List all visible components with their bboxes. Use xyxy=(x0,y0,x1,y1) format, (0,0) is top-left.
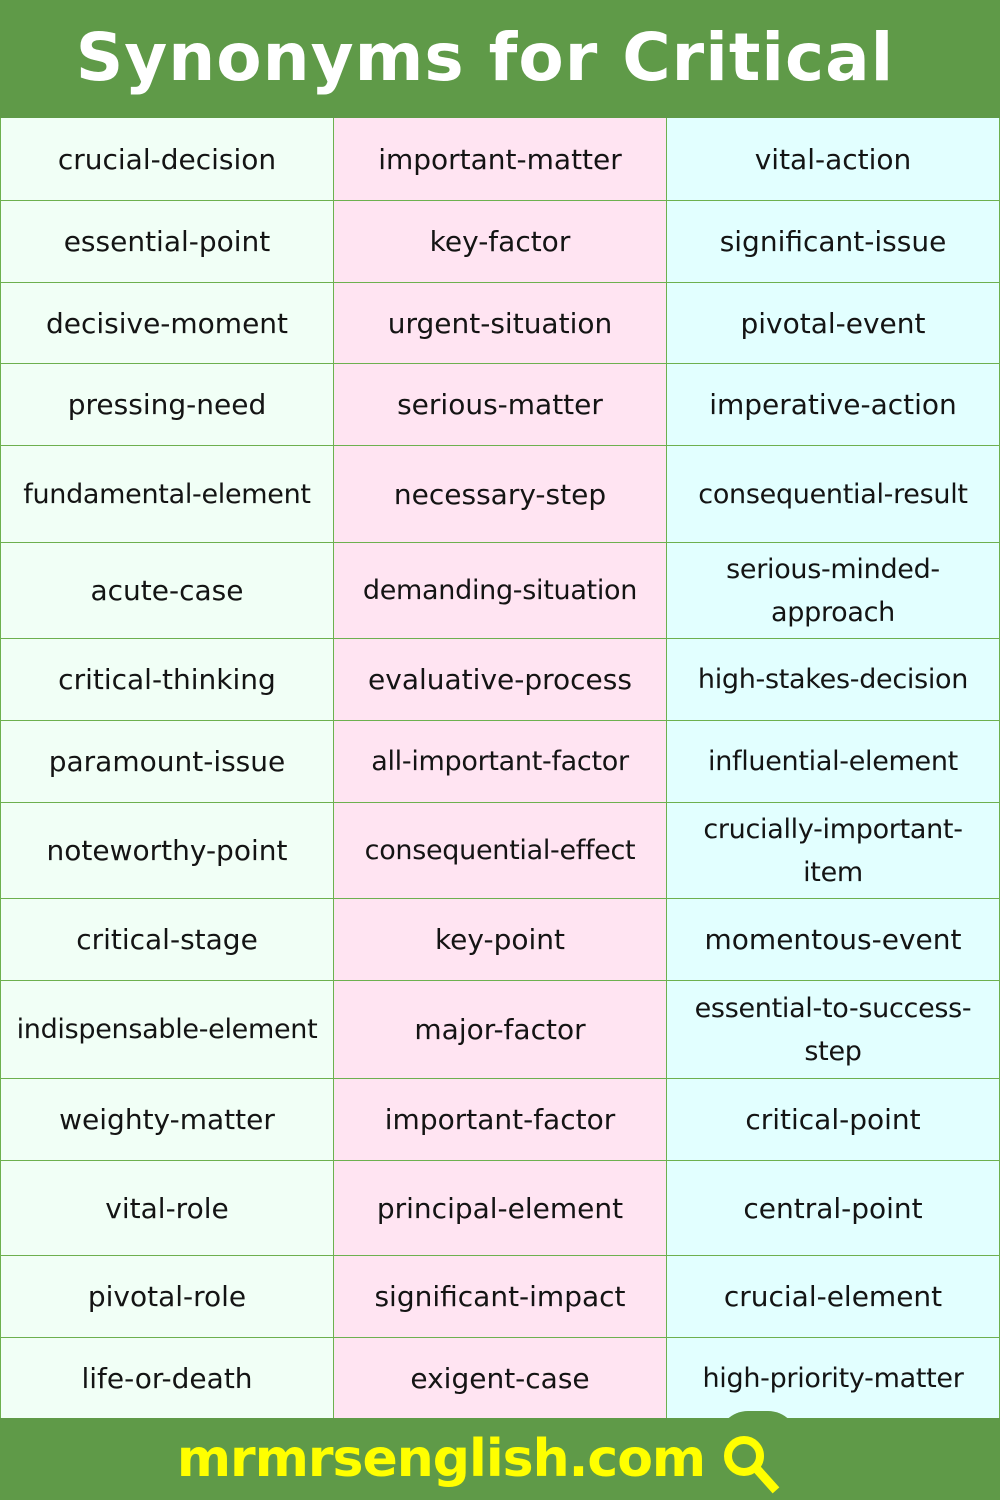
synonym-cell: necessary-step xyxy=(334,446,667,542)
synonym-cell: vital-role xyxy=(0,1161,334,1255)
synonym-cell: urgent-situation xyxy=(334,283,667,363)
synonym-cell: crucial-element xyxy=(667,1256,1000,1337)
synonym-cell: momentous-event xyxy=(667,899,1000,980)
synonym-cell: significant-issue xyxy=(667,201,1000,282)
synonym-cell: principal-element xyxy=(334,1161,667,1255)
synonym-cell: key-factor xyxy=(334,201,667,282)
synonym-cell: high-stakes-decision xyxy=(667,639,1000,720)
synonym-cell: indispensable-element xyxy=(0,981,334,1078)
synonym-cell: crucial-decision xyxy=(0,118,334,200)
synonym-cell: central-point xyxy=(667,1161,1000,1255)
synonym-cell: weighty-matter xyxy=(0,1079,334,1160)
page-title: Synonyms for Critical xyxy=(75,18,895,96)
synonym-cell: essential-to-success-step xyxy=(667,981,1000,1078)
synonym-cell: essential-point xyxy=(0,201,334,282)
header-banner: Synonyms for Critical xyxy=(0,0,1000,118)
synonym-cell: pivotal-role xyxy=(0,1256,334,1337)
synonym-cell: crucially-important-item xyxy=(667,803,1000,898)
synonym-cell: critical-thinking xyxy=(0,639,334,720)
synonym-cell: critical-stage xyxy=(0,899,334,980)
synonym-cell: influential-element xyxy=(667,721,1000,802)
search-icon xyxy=(719,1431,783,1495)
synonym-cell: vital-action xyxy=(667,118,1000,200)
synonym-cell: serious-minded-approach xyxy=(667,543,1000,638)
synonym-cell: fundamental-element xyxy=(0,446,334,542)
synonym-cell: imperative-action xyxy=(667,364,1000,445)
synonym-cell: consequential-effect xyxy=(334,803,667,898)
synonym-cell: noteworthy-point xyxy=(0,803,334,898)
synonym-cell: all-important-factor xyxy=(334,721,667,802)
synonym-cell: evaluative-process xyxy=(334,639,667,720)
synonym-cell: exigent-case xyxy=(334,1338,667,1418)
synonym-cell: major-factor xyxy=(334,981,667,1078)
synonym-cell: demanding-situation xyxy=(334,543,667,638)
synonym-cell: acute-case xyxy=(0,543,334,638)
synonym-cell: paramount-issue xyxy=(0,721,334,802)
footer-banner: mrmrsenglish.com xyxy=(0,1418,1000,1500)
synonym-cell: life-or-death xyxy=(0,1338,334,1418)
synonym-cell: consequential-result xyxy=(667,446,1000,542)
synonym-cell: pivotal-event xyxy=(667,283,1000,363)
synonym-cell: important-matter xyxy=(334,118,667,200)
website-link[interactable]: mrmrsenglish.com xyxy=(176,1429,706,1489)
synonym-cell: significant-impact xyxy=(334,1256,667,1337)
synonym-cell: important-factor xyxy=(334,1079,667,1160)
synonym-cell: decisive-moment xyxy=(0,283,334,363)
synonym-cell: serious-matter xyxy=(334,364,667,445)
synonym-cell: key-point xyxy=(334,899,667,980)
synonym-cell: high-priority-matter xyxy=(667,1338,1000,1418)
synonym-cell: critical-point xyxy=(667,1079,1000,1160)
synonym-cell: pressing-need xyxy=(0,364,334,445)
